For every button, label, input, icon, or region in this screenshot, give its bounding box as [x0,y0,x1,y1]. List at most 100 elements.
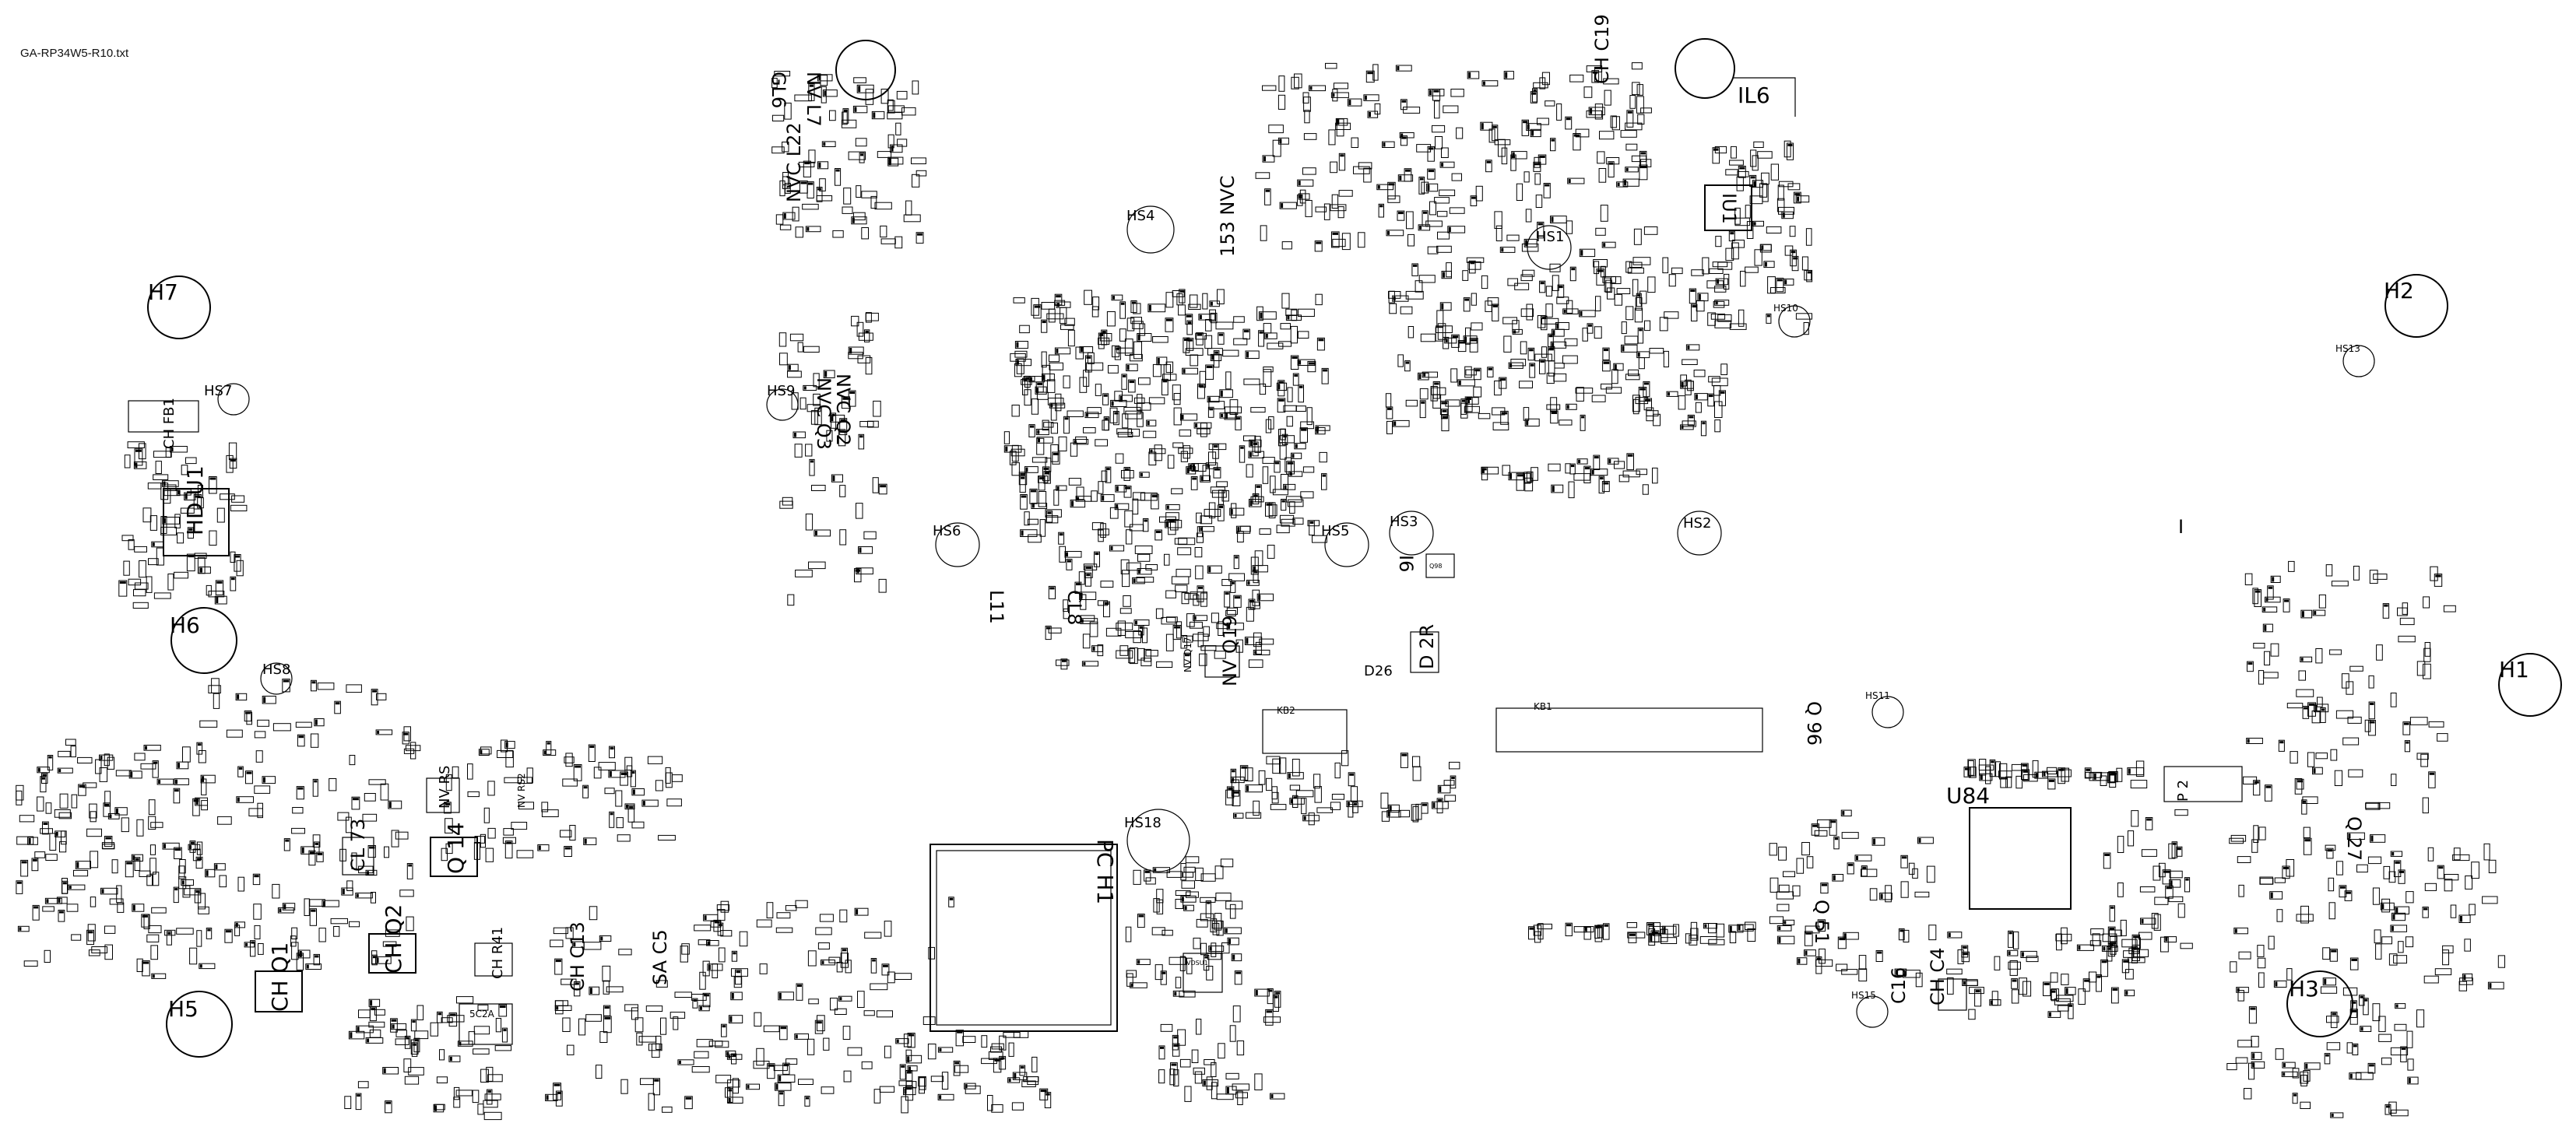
smd-footprint [1177,1029,1186,1046]
smd-footprint [1290,355,1299,370]
chip-pch-bga[interactable]: PC H1 [930,839,1118,1032]
mounting-hole-h7[interactable]: H7 [147,275,211,339]
smd-pad [1066,552,1068,557]
chip-u84[interactable]: U84 [1946,783,2072,910]
smd-pad [865,330,869,333]
smd-footprint [1211,1062,1217,1078]
heatsink-hs2[interactable]: HS2 [1677,511,1722,556]
part-ch-q2[interactable]: CH Q2 [368,904,416,974]
smd-footprint [1494,381,1502,396]
smd-footprint [776,912,791,919]
part-d26[interactable]: D26 [1364,663,1393,679]
part-ch-c4[interactable]: CH C4 [1927,948,1967,1011]
heatsink-hs6[interactable]: HS6 [933,522,980,567]
smd-footprint [1600,205,1608,222]
smd-footprint [2483,843,2490,861]
part-gl6[interactable]: GL6 [768,72,789,108]
smd-pad [1240,446,1244,449]
heatsink-hs1[interactable]: HS1 [1527,225,1572,270]
smd-footprint [1063,599,1069,612]
smd-pad [2146,818,2152,821]
smd-footprint [410,1039,419,1055]
smd-footprint [1917,837,1934,844]
smd-pad [1102,495,1105,501]
smd-footprint [185,457,197,465]
smd-footprint [856,185,862,198]
smd-footprint [1184,593,1197,600]
heatsink-hs13[interactable]: HS13 [2335,343,2375,377]
smd-pad [434,1105,438,1111]
mounting-hole-h3[interactable]: H3 [2286,970,2353,1037]
smd-footprint [134,857,141,871]
smd-footprint [1216,623,1228,630]
smd-footprint [1714,300,1730,306]
smd-pad [1511,156,1516,158]
part-nvc-153[interactable]: 153 NVC [1217,175,1239,257]
part-ch-c13[interactable]: CH C13 [567,921,589,991]
heatsink-hs3[interactable]: HS3 [1389,511,1434,556]
smd-footprint [1562,355,1578,364]
smd-footprint [246,712,252,725]
part-q-27[interactable]: Q 27 [2343,816,2365,861]
heatsink-hs10[interactable]: HS10 [1773,303,1811,338]
chip-5c2a[interactable]: 5C2A [459,1003,513,1045]
smd-footprint [2390,693,2397,707]
part-p-2[interactable]: P 2 [2163,766,2243,802]
smd-footprint [410,1019,417,1032]
heatsink-hs9[interactable]: HS9 [766,383,799,421]
mounting-hole-il6[interactable]: IL6 [835,38,1796,117]
svg-text:HS1: HS1 [1536,229,1564,245]
smd-footprint [941,1072,949,1090]
heatsink-hs5[interactable]: HS5 [1321,522,1369,567]
smd-pad [1255,990,1258,995]
smd-footprint [1252,441,1259,457]
mounting-hole-h6[interactable]: H6 [170,607,237,674]
smd-footprint [2264,651,2271,666]
smd-footprint [1129,524,1144,532]
smd-footprint [1418,177,1425,195]
heatsink-hs15[interactable]: HS15 [1851,990,1889,1028]
mounting-hole-h5[interactable]: H5 [166,991,233,1058]
connector-kb2[interactable]: KB2 [1262,705,1348,754]
chip-iu1[interactable]: IU1 [1704,184,1752,231]
part-q96[interactable]: Q 96 [1803,701,1825,746]
part-q98[interactable]: Q98 [1425,553,1455,578]
mounting-hole-h1[interactable]: H1 [2498,653,2562,717]
part-nv-rs2[interactable]: NV RS2 [516,773,527,808]
chip-u1[interactable]: HD U1 [163,465,230,556]
smd-pad [1991,760,1994,763]
part-l11[interactable]: L11 [986,590,1007,624]
part-sa-c5[interactable]: SA C5 [649,929,671,985]
part-cl-73[interactable]: CL 73 [342,819,374,876]
smd-pad [1230,509,1233,514]
smd-pad [2304,707,2308,710]
mounting-hole-h2[interactable]: H2 [2384,274,2448,338]
smd-footprint [1284,457,1292,472]
smd-pad [1074,440,1077,444]
part-nv-rs[interactable]: NV RS [426,766,460,813]
heatsink-hs11[interactable]: HS11 [1865,690,1904,728]
smd-footprint [1128,379,1136,393]
smd-footprint [2061,974,2069,985]
chip-vdsu1[interactable]: VDSU1 [1183,953,1223,993]
smd-footprint [362,813,378,822]
smd-footprint [1068,478,1081,486]
connector-kb1[interactable]: KB1 [1495,701,1763,753]
part-i6[interactable]: I6 [1395,555,1417,572]
smd-pad [2234,928,2237,933]
part-nvc-q2[interactable]: NVC Q2 [832,374,854,446]
part-d-2r[interactable]: D 2R [1410,624,1439,673]
smd-pad [1559,286,1563,289]
smd-pad [2141,918,2144,924]
part-q14[interactable]: Q 14 [430,822,478,877]
smd-footprint [1652,467,1658,484]
part-ch-r41[interactable]: CH R41 [474,927,513,979]
heatsink-hs18[interactable]: HS18 [1124,809,1190,872]
heatsink-hs4[interactable]: HS4 [1126,205,1175,254]
heatsink-hs8[interactable]: HS8 [260,662,293,695]
heatsink-hs7[interactable]: HS7 [204,383,250,416]
smd-footprint [1041,302,1056,310]
smd-pad [1517,474,1523,477]
part-ch-fb1[interactable]: CH FB1 [128,398,199,449]
part-ch-q1[interactable]: CH Q1 [255,942,303,1012]
